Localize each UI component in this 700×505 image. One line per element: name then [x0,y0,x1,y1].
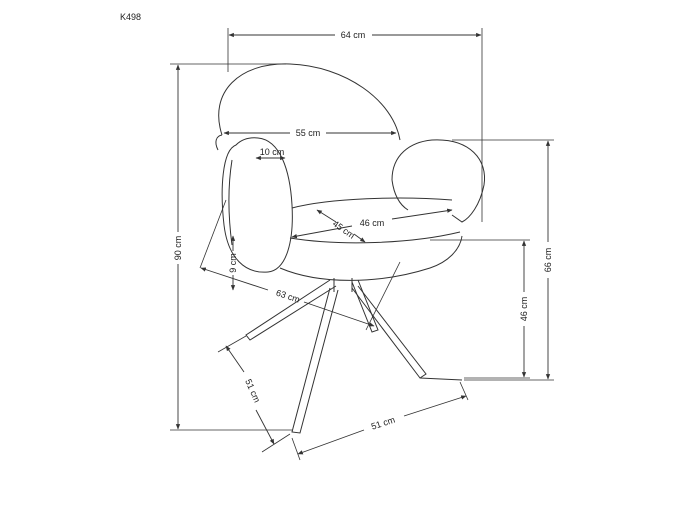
dim-seat-height: 46 cm [430,239,530,379]
chair-outline [215,63,486,434]
label-armrest-height: 66 cm [543,248,553,273]
dim-base-depth: 51 cm [217,335,291,453]
label-backrest-width: 55 cm [296,128,321,138]
seat-cushion-top [291,197,453,209]
seat-shell-bottom [279,235,463,281]
model-code: K498 [120,12,142,22]
seat-cushion-front [289,231,461,244]
front-right-leg [351,285,427,379]
swivel-column [333,278,353,292]
rear-right-leg [351,279,379,333]
right-armrest [391,139,486,223]
label-seat-height: 46 cm [519,297,529,322]
dim-base-width: 51 cm [291,381,469,461]
dim-backrest-width: 55 cm [223,128,397,138]
front-left-leg [291,287,339,434]
label-overall-width: 64 cm [341,30,366,40]
backrest-inner-edge [215,134,223,151]
label-armrest-thickness: 10 cm [260,147,285,157]
label-base-width: 51 cm [370,415,396,432]
dim-overall-width: 64 cm [227,28,483,222]
dim-armrest-height: 66 cm [452,139,554,381]
dim-seat-thickness: 9 cm [228,235,238,291]
dim-armrest-thickness: 10 cm [255,147,286,161]
left-armrest-inner [228,159,233,246]
backrest-shell [218,63,401,141]
front-right-foot [419,377,463,381]
rear-left-leg [245,279,337,341]
label-diagonal-depth: 63 cm [275,288,301,305]
label-seat-thickness: 9 cm [228,253,238,273]
dim-seat-depth: 45 cm [316,209,366,243]
dim-overall-height: 90 cm [170,63,292,431]
label-seat-width: 46 cm [360,218,385,228]
label-overall-height: 90 cm [173,236,183,261]
label-base-depth: 51 cm [243,378,262,404]
right-armrest-inner [391,179,409,211]
dim-seat-width: 46 cm [291,208,453,239]
